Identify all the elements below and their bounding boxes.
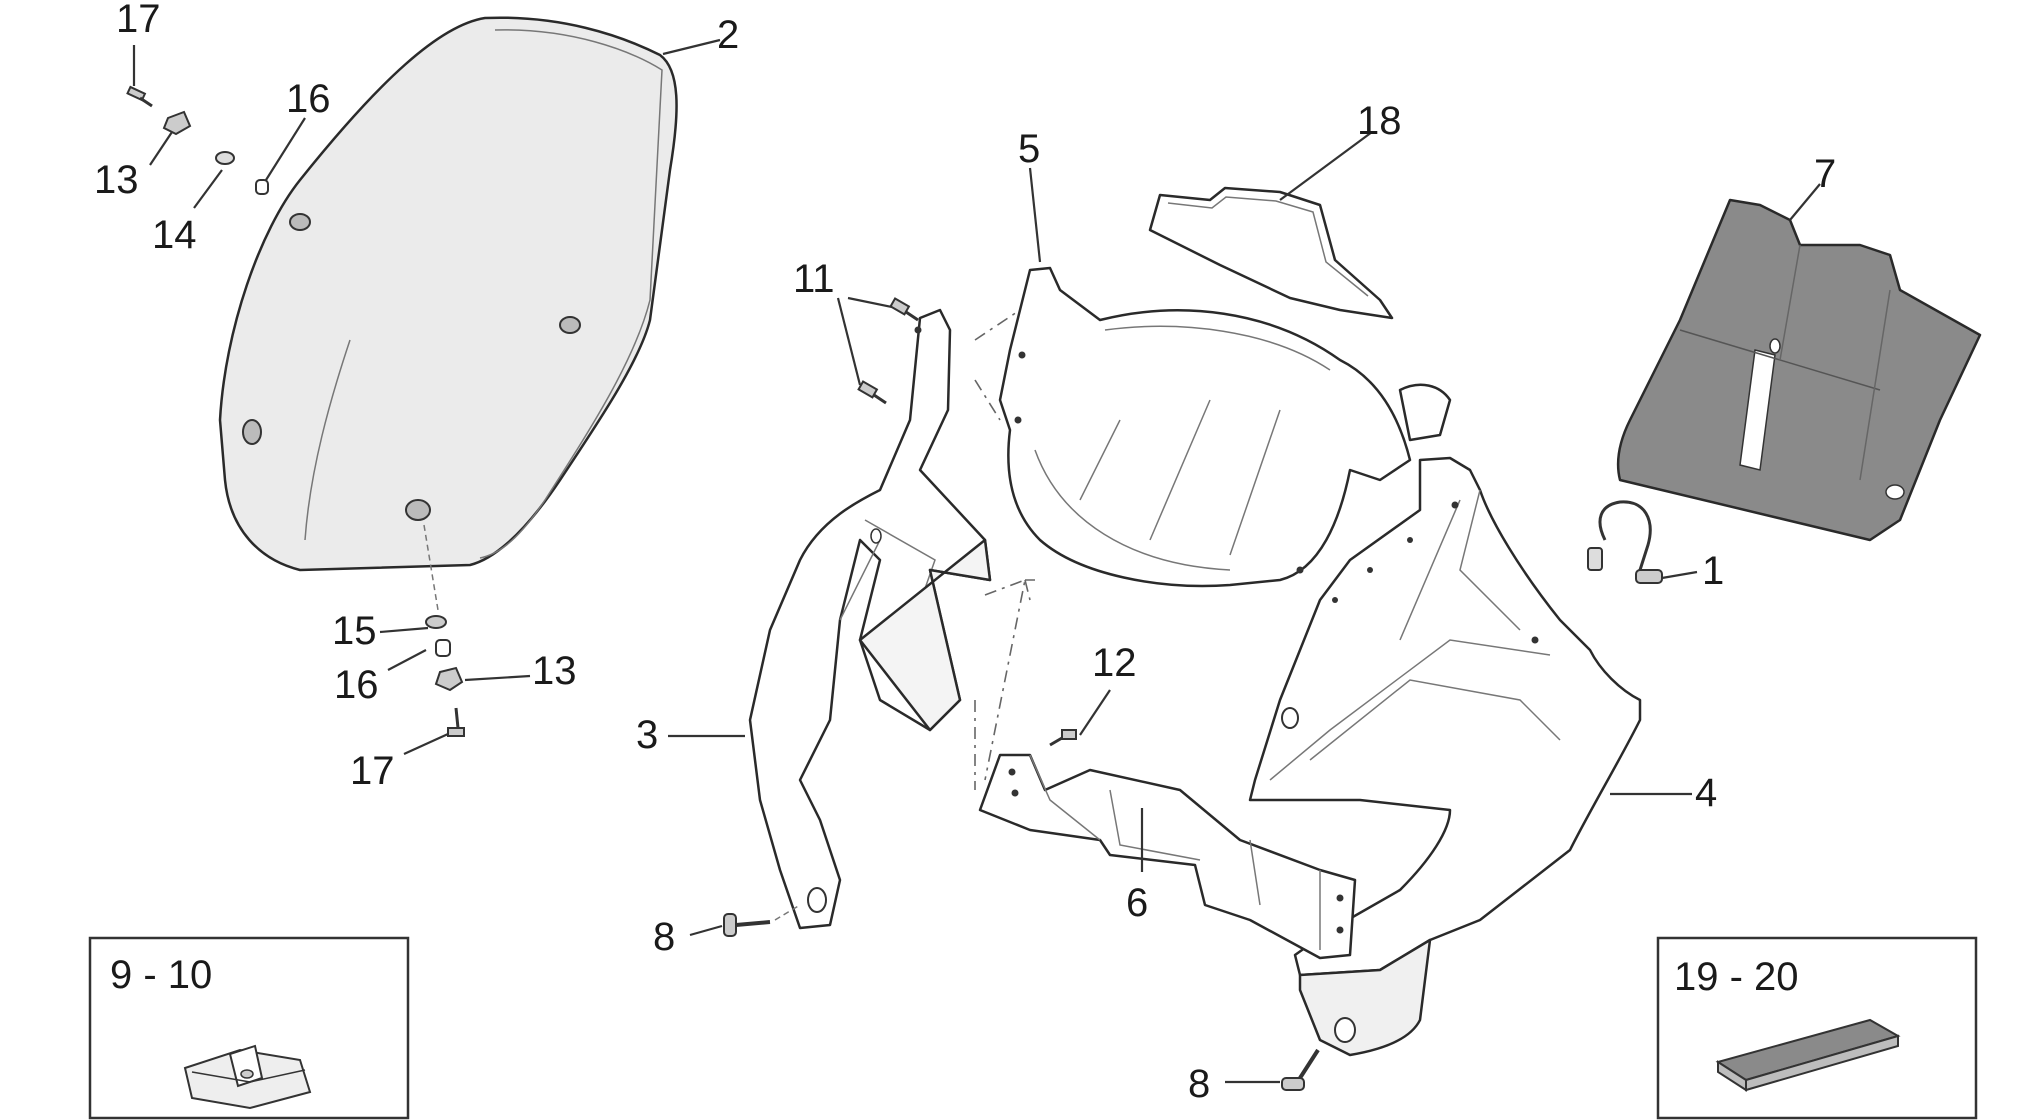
callout-11: 11 [793,257,835,301]
callout-5: 5 [1018,127,1040,171]
headlight-frame-part[interactable] [998,266,1452,588]
callout-6: 6 [1126,881,1148,925]
clip-nut-icon [183,1044,312,1110]
callout-14: 14 [152,213,197,257]
screw-8-left [723,904,801,937]
callout-1: 1 [1702,549,1724,593]
assembly-guide-lines-2 [984,578,1027,781]
callout-16-top: 16 [286,77,331,121]
screw-12 [1049,729,1077,747]
seal-part[interactable] [1148,186,1394,320]
callout-16-bottom: 16 [334,663,379,707]
callout-15: 15 [332,609,377,653]
callout-13-bottom: 13 [532,649,577,693]
callout-13-top: 13 [94,158,139,202]
cable-connector-part[interactable] [1587,500,1663,584]
screw-11-lower [857,380,887,405]
adhesive-pad-icon [1715,1018,1901,1092]
callout-17-bottom: 17 [350,749,395,793]
inset-box-19-20: 19 - 20 [1656,936,1978,1120]
hardware-top-left [126,85,269,195]
callout-17-top: 17 [116,0,161,41]
left-side-panel-part[interactable] [748,308,992,930]
screw-11-upper [889,297,919,322]
callout-7: 7 [1814,152,1836,196]
callout-3: 3 [636,713,658,757]
inset-box-9-10: 9 - 10 [88,936,410,1120]
callout-8-right: 8 [1188,1062,1210,1106]
callout-12: 12 [1092,641,1137,685]
assembly-guide-lines [974,309,1035,790]
callout-labels: 17 13 14 16 2 5 18 7 1 11 12 3 4 6 8 8 1… [94,0,1836,1106]
windscreen-part[interactable] [218,16,678,572]
callout-18: 18 [1357,99,1402,143]
right-side-panel-part[interactable] [1248,456,1642,1057]
inset-label-9-10: 9 - 10 [110,953,212,997]
lower-bracket-part[interactable] [978,753,1357,960]
callout-8-left: 8 [653,915,675,959]
hardware-bottom-left [423,524,465,737]
inset-label-19-20: 19 - 20 [1674,955,1799,999]
inner-shield-part[interactable] [1616,198,1982,542]
screw-8-right [1281,1048,1320,1091]
callout-2: 2 [717,13,739,57]
leader-lines [132,38,1821,1084]
callout-4: 4 [1695,771,1717,815]
